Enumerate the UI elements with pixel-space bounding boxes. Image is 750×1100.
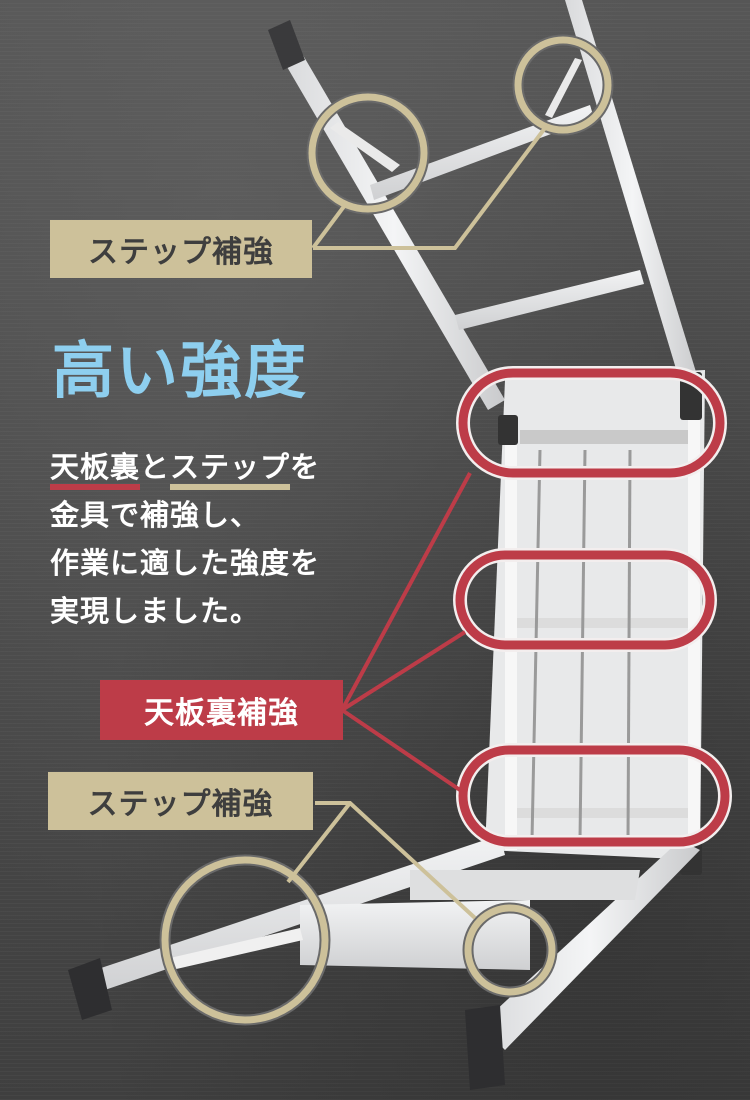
step-label-bottom-text: ステップ補強 xyxy=(87,787,274,822)
description-line-4: 実現しました。 xyxy=(50,594,261,628)
description-line-1: 天板裏とステップを xyxy=(50,443,320,491)
highlight-step: ステップ xyxy=(170,450,291,490)
step-label-top-text: ステップ補強 xyxy=(88,235,274,270)
highlight-board-underside: 天板裏 xyxy=(50,450,141,490)
step-reinforcement-label-bottom: ステップ補強 xyxy=(48,772,313,830)
board-label-text: 天板裏補強 xyxy=(144,696,299,731)
step-callout-bottom xyxy=(159,801,558,1026)
suffix-text: を xyxy=(290,450,321,484)
step-reinforcement-label-top: ステップ補強 xyxy=(50,220,312,278)
upper-ladder xyxy=(268,0,700,410)
board-callout xyxy=(340,366,732,849)
description-line-3: 作業に適した強度を xyxy=(50,546,321,580)
description-line-2: 金具で補強し、 xyxy=(50,498,261,532)
lower-ladder xyxy=(68,835,700,1090)
board-reinforcement-label: 天板裏補強 xyxy=(100,680,343,740)
headline: 高い強度 xyxy=(52,334,309,407)
step-callout-top xyxy=(306,34,614,250)
description: 天板裏とステップを 金具で補強し、 作業に適した強度を 実現しました。 xyxy=(50,443,320,635)
connector-text: と xyxy=(140,450,171,484)
